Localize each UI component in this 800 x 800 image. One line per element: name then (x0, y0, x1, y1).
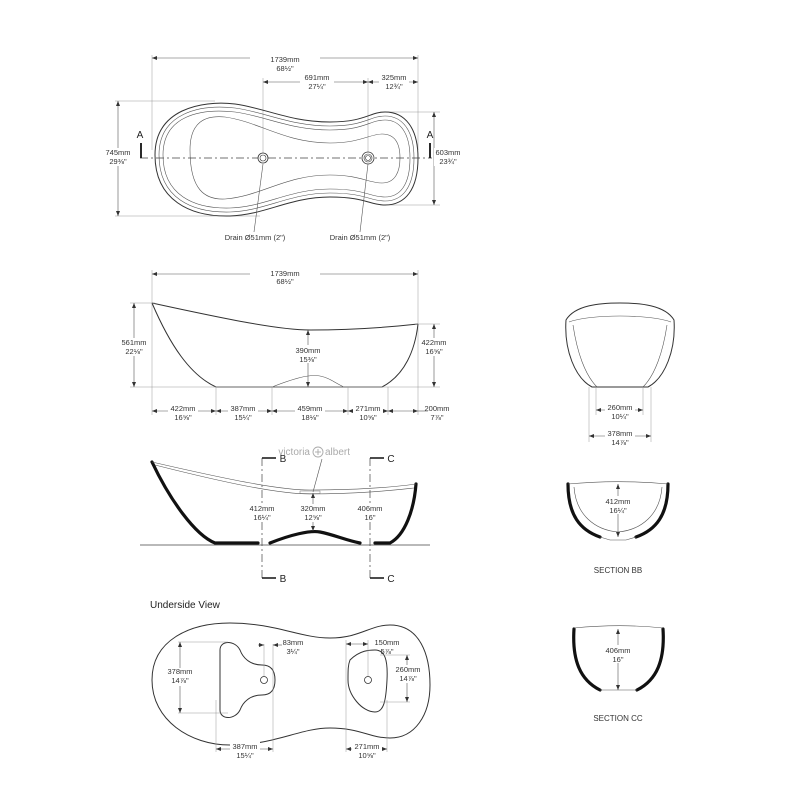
section-bb-depth-in: 16¼" (609, 506, 627, 515)
underside-title: Underside View (150, 600, 221, 611)
end-view: 260mm 10¼" 378mm 14⅞" (565, 302, 675, 447)
brand-left: victoria (278, 447, 310, 458)
seg3-mm: 459mm (297, 404, 322, 413)
left-foot-width-in: 14⅞" (171, 676, 189, 685)
seg1-in: 16⅝" (174, 413, 192, 422)
svg-text:29⅜": 29⅜" (109, 157, 127, 166)
section-c-bottom: C (387, 574, 394, 585)
drain-end-in: 12¾" (385, 82, 403, 91)
right-foot-width-mm: 260mm (395, 665, 420, 674)
plan-narrow-in: 23¾" (439, 157, 457, 166)
foot-outer-mm: 378mm (607, 429, 632, 438)
inner-depth-in: 15⅜" (299, 355, 317, 364)
section-b-bottom: B (280, 574, 287, 585)
side-height-high-mm: 561mm (121, 338, 146, 347)
seg4-in: 10⅝" (359, 413, 377, 422)
brand-logo: victoria albert (278, 446, 350, 494)
left-foot-length-in: 15¼" (236, 751, 254, 760)
depth-mid-mm: 320mm (300, 504, 325, 513)
drain-right-label: Drain Ø51mm (2") (330, 233, 391, 242)
depth-b-mm: 412mm (249, 504, 274, 513)
plan-view: 1739mm 68½" 691mm 27¼" 325mm 12¾" 745mm … (104, 50, 462, 242)
section-c-top: C (387, 454, 394, 465)
circle-plus-icon (312, 446, 324, 458)
seg3-in: 18⅛" (301, 413, 319, 422)
side-height-low-in: 16⅝" (425, 347, 443, 356)
right-foot-length-in: 10⅝" (358, 751, 376, 760)
drain-spacing-mm: 691mm (304, 73, 329, 82)
right-foot-length-mm: 271mm (354, 742, 379, 751)
brand-right: albert (325, 447, 350, 458)
left-foot-tab-in: 3¼" (286, 647, 299, 656)
inner-depth-mm: 390mm (295, 346, 320, 355)
left-foot-length-mm: 387mm (232, 742, 257, 751)
right-foot-offset-mm: 150mm (374, 638, 399, 647)
drain-spacing-in: 27¼" (308, 82, 326, 91)
section-bb-depth-mm: 412mm (605, 497, 630, 506)
seg4-mm: 271mm (355, 404, 380, 413)
section-b-top: B (280, 454, 287, 465)
depth-b-in: 16¼" (253, 513, 271, 522)
seg2-in: 15¼" (234, 413, 252, 422)
svg-text:745mm: 745mm (105, 148, 130, 157)
right-foot-width-in: 14⅞" (399, 674, 417, 683)
foot-inner-in: 10¼" (611, 412, 629, 421)
section-aa-view: B B C C 412mm 16¼" 320mm 12⅝" 406mm 16" … (140, 446, 430, 585)
right-foot-offset-in: 5⅞" (380, 647, 393, 656)
section-bb-label: SECTION BB (594, 566, 642, 575)
section-marker-a-left: A (137, 130, 144, 141)
seg2-mm: 387mm (230, 404, 255, 413)
section-cc-depth-mm: 406mm (605, 646, 630, 655)
foot-inner-mm: 260mm (607, 403, 632, 412)
section-cc-depth-in: 16" (612, 655, 623, 664)
section-marker-a-right: A (427, 130, 434, 141)
section-cc-label: SECTION CC (593, 714, 643, 723)
drain-left-label: Drain Ø51mm (2") (225, 233, 286, 242)
side-view: 1739mm 68½" 561mm 22⅛" 422mm 16⅝" 390mm … (120, 266, 450, 422)
plan-length-in: 68½" (276, 64, 294, 73)
plan-length-mm: 1739mm (270, 55, 299, 64)
underside-view: Underside View 378mm 14⅞" 387mm 15¼" 83m… (150, 600, 431, 760)
seg5-mm: 200mm (424, 404, 449, 413)
section-bb: 412mm 16¼" SECTION BB (566, 481, 670, 575)
drain-end-mm: 325mm (381, 73, 406, 82)
seg1-mm: 422mm (170, 404, 195, 413)
left-foot-width-mm: 378mm (167, 667, 192, 676)
side-length-mm: 1739mm (270, 269, 299, 278)
left-foot-tab-mm: 83mm (283, 638, 304, 647)
depth-mid-in: 12⅝" (304, 513, 322, 522)
depth-c-in: 16" (364, 513, 375, 522)
side-height-low-mm: 422mm (421, 338, 446, 347)
depth-c-mm: 406mm (357, 504, 382, 513)
foot-outer-in: 14⅞" (611, 438, 629, 447)
side-length-in: 68½" (276, 277, 294, 286)
section-cc: 406mm 16" SECTION CC (572, 625, 665, 723)
seg5-in: 7⅞" (430, 413, 443, 422)
side-height-high-in: 22⅛" (125, 347, 143, 356)
plan-narrow-mm: 603mm (435, 148, 460, 157)
